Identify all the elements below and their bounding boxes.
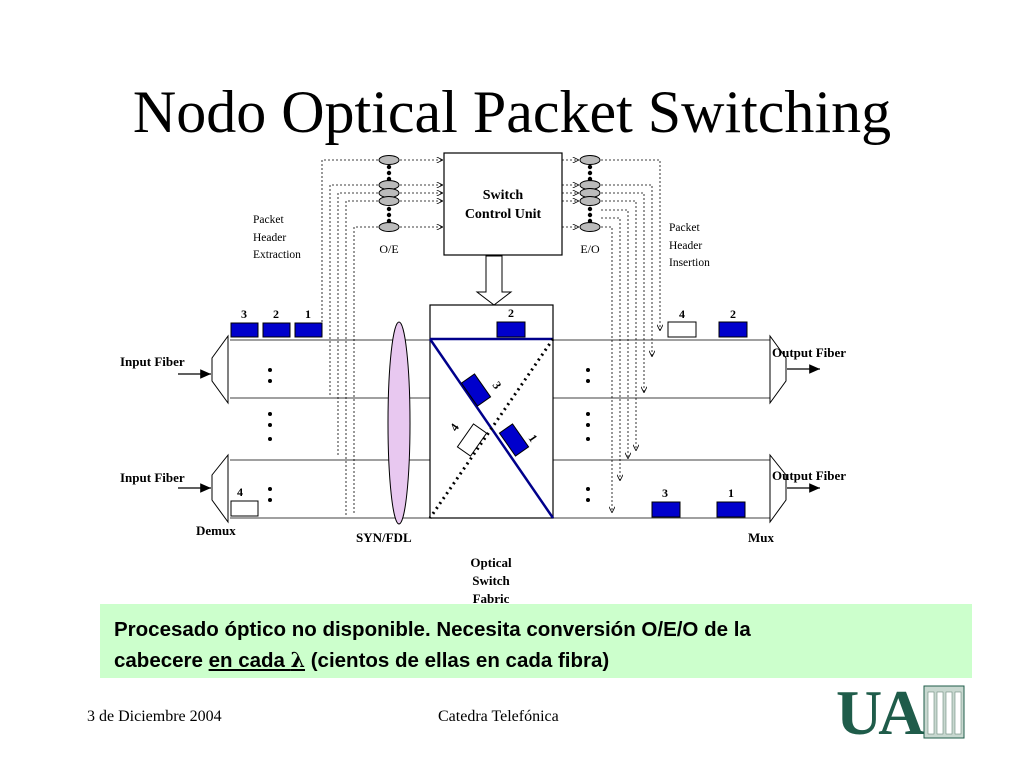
header-insertion-line-1: Packet xyxy=(669,222,700,234)
fabric-packet-2 xyxy=(496,321,526,338)
header-extraction-lines xyxy=(321,159,378,515)
note-line-2: cabecere en cada λ (cientos de ellas en … xyxy=(114,645,958,676)
output-packet-4 xyxy=(667,321,697,338)
syn-fdl-lens xyxy=(387,321,411,525)
output-fiber-top-label: Output Fiber xyxy=(772,345,846,360)
demux-bottom xyxy=(211,453,229,524)
page-title: Nodo Optical Packet Switching xyxy=(132,79,892,145)
header-insertion-line-2: Header xyxy=(669,240,702,252)
fabric-packet-2-label: 2 xyxy=(508,306,514,320)
note-line-1: Procesado óptico no disponible. Necesita… xyxy=(114,618,751,641)
fabric-label-2: Switch xyxy=(472,573,510,588)
demux-top xyxy=(211,334,229,405)
note-callout: Procesado óptico no disponible. Necesita… xyxy=(100,604,972,678)
input-fiber-top-label: Input Fiber xyxy=(120,354,185,369)
fabric-packet-3 xyxy=(460,373,492,407)
fabric-packet-4 xyxy=(456,423,488,457)
footer-date: 3 de Diciembre 2004 xyxy=(87,708,222,725)
oe-label: O/E xyxy=(379,242,398,256)
packet-label-3: 3 xyxy=(241,307,247,321)
mux-label: Mux xyxy=(748,530,775,545)
packet-label-1: 1 xyxy=(305,307,311,321)
header-insertion-lines xyxy=(601,159,660,512)
syn-fdl-label: SYN/FDL xyxy=(356,530,412,545)
input-packet-4 xyxy=(230,500,259,517)
output-packet-2 xyxy=(718,321,748,338)
output-packet-1 xyxy=(716,501,746,518)
oe-converters xyxy=(378,155,400,232)
note-line-2-start: cabecere xyxy=(114,649,209,672)
header-extraction-line-1: Packet xyxy=(253,214,284,226)
header-insertion-label: Packet Header Insertion xyxy=(669,222,710,269)
switch-control-unit-box xyxy=(443,152,563,256)
control-to-eo-arrows xyxy=(562,160,578,227)
switch-control-label-1: Switch xyxy=(483,188,524,203)
footer-center: Catedra Telefónica xyxy=(438,708,559,725)
channel-ellipsis-dots xyxy=(268,368,590,502)
packet-label-4-input: 4 xyxy=(237,485,243,499)
lambda-symbol: λ xyxy=(290,648,306,672)
output-packet-1-label: 1 xyxy=(728,486,734,500)
output-packet-3 xyxy=(651,501,681,518)
control-down-arrow xyxy=(475,255,513,306)
mux-bottom xyxy=(769,453,787,524)
input-fiber-bottom-label: Input Fiber xyxy=(120,470,185,485)
note-underlined: en cada λ xyxy=(208,648,306,672)
header-insertion-line-3: Insertion xyxy=(669,257,710,269)
uam-logo-letters: UA xyxy=(836,680,924,740)
fabric-paths xyxy=(428,337,555,519)
fabric-label-1: Optical xyxy=(470,555,512,570)
note-line-2-end: (cientos de ellas en cada fibra) xyxy=(305,649,610,672)
note-underlined-text: en cada xyxy=(208,649,291,672)
uam-logo-building xyxy=(923,685,965,739)
eo-label: E/O xyxy=(580,242,600,256)
output-packet-4-label: 4 xyxy=(679,307,685,321)
switch-control-label-2: Control Unit xyxy=(465,207,542,222)
fabric-label-3: Fabric xyxy=(473,591,510,606)
output-packet-3-label: 3 xyxy=(662,486,668,500)
input-packets-top xyxy=(230,322,323,338)
uam-logo: UA xyxy=(836,680,965,740)
optical-switch-fabric-box xyxy=(429,304,554,519)
packet-label-2: 2 xyxy=(273,307,279,321)
header-extraction-line-3: Extraction xyxy=(253,249,301,261)
mux-top xyxy=(769,334,787,405)
header-extraction-line-2: Header xyxy=(253,232,286,244)
demux-label: Demux xyxy=(196,523,236,538)
header-extraction-label: Packet Header Extraction xyxy=(253,214,301,261)
output-packet-2-label: 2 xyxy=(730,307,736,321)
output-fiber-bottom-label: Output Fiber xyxy=(772,468,846,483)
oe-to-control-arrows xyxy=(400,160,442,227)
eo-converters xyxy=(579,155,601,232)
fabric-packet-1 xyxy=(498,423,530,457)
